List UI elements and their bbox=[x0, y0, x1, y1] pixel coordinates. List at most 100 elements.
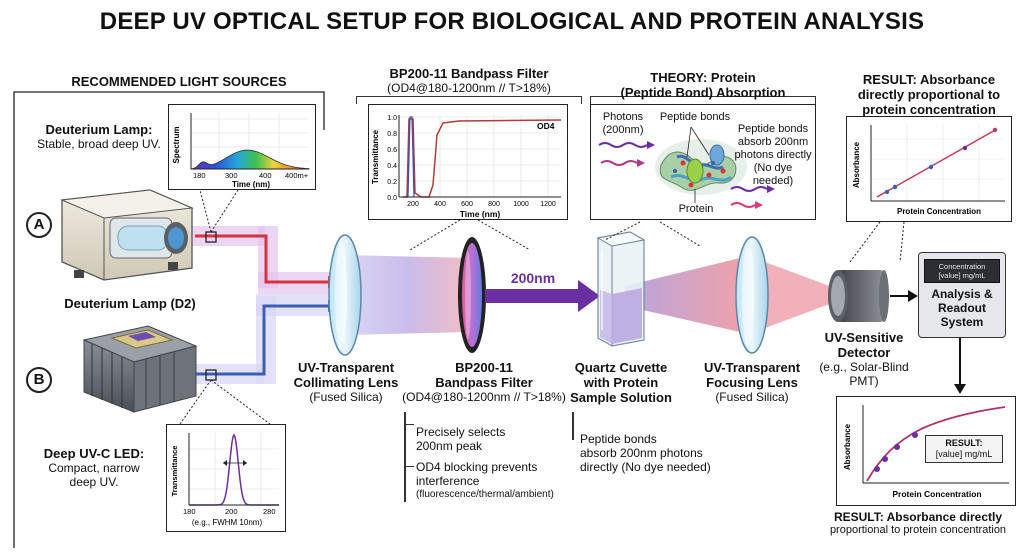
result-top-heading-2: directly proportional to bbox=[857, 87, 1001, 102]
badge-a: A bbox=[26, 212, 52, 238]
collimating-line-2: Collimating Lens bbox=[293, 375, 399, 390]
led-note: (e.g., FWHM 10nm) bbox=[192, 518, 263, 527]
detector bbox=[828, 270, 889, 322]
detector-line-1: UV-Sensitive bbox=[824, 330, 904, 345]
theory-heading-1: THEORY: Protein bbox=[650, 70, 756, 85]
bandpass-note1-a: Precisely selects bbox=[416, 425, 506, 439]
filter-xtick: 1000 bbox=[513, 201, 529, 208]
photons-label-1: Photons bbox=[602, 111, 644, 123]
filter-graph-heading-2: (OD4@180-1200nm // T>18%) bbox=[387, 81, 551, 95]
result-box-line-1: RESULT: bbox=[945, 438, 983, 448]
filter-graph-heading-1: BP200-11 Bandpass Filter bbox=[389, 66, 549, 81]
collimating-line-3: (Fused Silica) bbox=[309, 390, 383, 404]
bandpass-note2-a: OD4 blocking prevents bbox=[416, 460, 538, 474]
red-ray bbox=[195, 234, 328, 284]
result-value-box: RESULT: [value] mg/mL bbox=[925, 435, 1003, 463]
result-box-line-2: [value] mg/mL bbox=[935, 449, 993, 459]
filter-ytick: 0.6 bbox=[387, 147, 397, 154]
filter-ytick: 0.4 bbox=[387, 163, 397, 170]
badge-b: B bbox=[26, 367, 52, 393]
cuvette-line-2: with Protein bbox=[583, 375, 659, 390]
result-bottom-caption-2: proportional to protein concentration bbox=[829, 524, 1007, 536]
analysis-line-1: Analysis & bbox=[931, 287, 993, 301]
linear-fit-line bbox=[876, 128, 998, 198]
bandpass-note-rule bbox=[404, 412, 406, 502]
cuvette-note-c: directly (No dye needed) bbox=[580, 460, 711, 474]
uvc-led-device bbox=[82, 325, 198, 413]
theory-heading-2: (Peptide Bond) Absorption bbox=[620, 85, 786, 100]
spectrum-curve bbox=[190, 149, 310, 170]
led-ylabel: Transmittance bbox=[170, 446, 179, 497]
deuterium-spectrum-inset: Spectrum 180 300 400 400m+ Time (nm) bbox=[168, 104, 316, 190]
detector-line-2: Detector bbox=[837, 345, 891, 360]
analysis-line-2: Readout bbox=[938, 301, 986, 315]
filter-xtick: 1200 bbox=[540, 201, 556, 208]
led-peak-plot: Transmittance 180 200 280 (e.g., FWHM 10… bbox=[170, 433, 279, 527]
absorb-line-5: needed) bbox=[752, 175, 794, 187]
spectrum-ylabel: Spectrum bbox=[172, 127, 181, 164]
protein-illustration bbox=[598, 126, 775, 209]
theory-panel: Photons (200nm) Peptide bonds Protein Pe… bbox=[590, 104, 816, 220]
cuvette-note-a: Peptide bonds bbox=[580, 432, 657, 446]
filter-xtick: 800 bbox=[488, 201, 500, 208]
spectrum-tick: 300 bbox=[225, 171, 238, 180]
analysis-screen-line-2: [value] mg/mL bbox=[938, 271, 986, 280]
filter-xlabel: Time (nm) bbox=[460, 209, 501, 219]
bandpass-line-3: (OD4@180-1200nm // T>18%) bbox=[402, 390, 566, 404]
filter-ytick: 0.2 bbox=[387, 179, 397, 186]
sources-heading: RECOMMENDED LIGHT SOURCES bbox=[71, 74, 287, 89]
filter-ytick: 0.8 bbox=[387, 131, 397, 138]
cuvette-note-b: absorb 200nm photons bbox=[580, 446, 703, 460]
spectrum-tick: 400 bbox=[259, 171, 272, 180]
focusing-line-2: Focusing Lens bbox=[706, 375, 798, 390]
led-tick: 200 bbox=[225, 507, 238, 516]
photons-label-2: (200nm) bbox=[602, 124, 644, 136]
focusing-line-3: (Fused Silica) bbox=[715, 390, 789, 404]
absorb-line-4: (No dye bbox=[753, 162, 793, 174]
cuvette-line-1: Quartz Cuvette bbox=[574, 360, 668, 375]
deuterium-name: Deuterium Lamp: bbox=[45, 122, 153, 137]
filter-xtick: 400 bbox=[434, 201, 446, 208]
detector-line-3: (e.g., Solar-Blind PMT) bbox=[819, 360, 909, 388]
result-bottom-caption-1: RESULT: Absorbance directly bbox=[833, 510, 1003, 524]
collimated-beam bbox=[346, 255, 470, 335]
saturation-curve bbox=[866, 406, 1006, 482]
result-top-heading-3: protein concentration bbox=[862, 102, 996, 117]
absorb-line-3: photons directly bbox=[734, 149, 812, 161]
filter-ylabel: Transmittance bbox=[371, 129, 380, 184]
bandpass-note1-b: 200nm peak bbox=[416, 439, 483, 453]
led-tick: 280 bbox=[263, 507, 276, 516]
bandpass-line-1: BP200-11 bbox=[455, 360, 513, 375]
peptide-bonds-label: Peptide bonds bbox=[659, 111, 731, 123]
spectrum-xlabel: Time (nm) bbox=[232, 180, 270, 189]
filter-bracket bbox=[356, 96, 582, 104]
filter-xtick: 600 bbox=[461, 201, 473, 208]
absorb-line-2: absorb 200nm bbox=[737, 136, 809, 148]
filter-ytick: 0.0 bbox=[387, 195, 397, 202]
page-title: DEEP UV OPTICAL SETUP FOR BIOLOGICAL AND… bbox=[99, 8, 925, 35]
cuvette-note-rule bbox=[572, 412, 574, 440]
led-desc-1: Compact, narrow bbox=[48, 461, 140, 475]
result-top-panel: Absorbance Protein Concentration bbox=[846, 116, 1012, 222]
analysis-line-3: System bbox=[940, 315, 984, 329]
led-desc-2: deep UV. bbox=[69, 475, 119, 489]
result-bottom-ylabel: Absorbance bbox=[843, 423, 852, 470]
result-bottom-panel: Absorbance Protein Concentration RESULT:… bbox=[836, 396, 1016, 506]
focused-beam bbox=[765, 262, 835, 328]
filter-transmission-plot: OD4 Transmittance 1.00.80.60.40.20.0 200… bbox=[371, 115, 562, 219]
result-top-heading-1: RESULT: Absorbance bbox=[862, 72, 996, 87]
focusing-line-1: UV-Transparent bbox=[703, 360, 801, 375]
result-top-xlabel: Protein Concentration bbox=[897, 207, 981, 216]
analysis-system: Concentration [value] mg/mL Analysis & R… bbox=[918, 252, 1006, 338]
cuvette-line-3: Sample Solution bbox=[570, 390, 672, 405]
bandpass-note2-c: (fluorescence/thermal/ambient) bbox=[416, 489, 554, 500]
collimating-line-1: UV-Transparent bbox=[297, 360, 395, 375]
absorbance-curve-plot: Absorbance Protein Concentration bbox=[843, 405, 1009, 499]
deuterium-lamp-device bbox=[60, 189, 194, 281]
analysis-screen: Concentration [value] mg/mL bbox=[924, 259, 1000, 283]
led-peak-curve bbox=[189, 433, 279, 506]
spectrum-plot: Spectrum 180 300 400 400m+ Time (nm) bbox=[172, 113, 310, 189]
deuterium-caption: Deuterium Lamp (D2) bbox=[64, 296, 196, 311]
